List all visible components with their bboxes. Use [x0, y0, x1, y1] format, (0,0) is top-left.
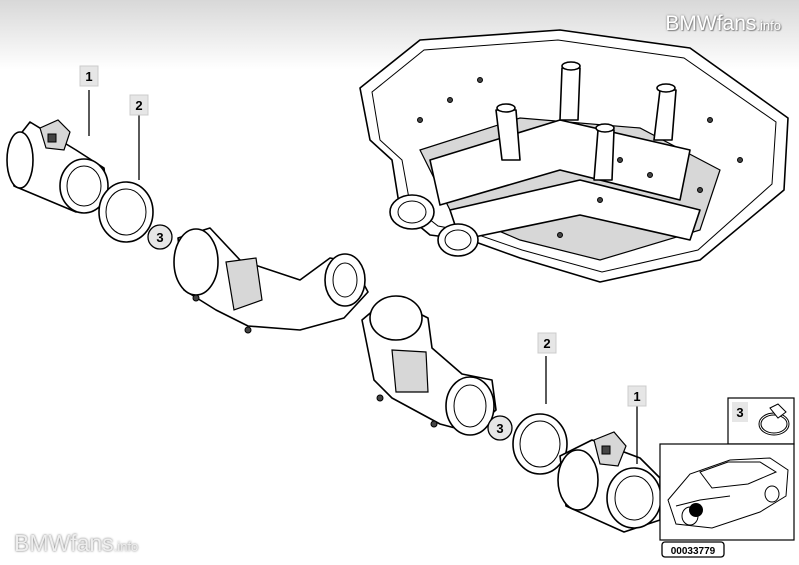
svg-text:1: 1	[85, 69, 92, 84]
sealing-ring-right	[512, 413, 568, 475]
mass-air-flow-sensor-left	[6, 119, 109, 214]
svg-text:3: 3	[156, 230, 163, 245]
mass-air-flow-sensor-right	[557, 431, 662, 533]
component-location-dot	[689, 503, 703, 517]
callout-3-left: 3	[147, 224, 173, 250]
watermark-bottom: BMWfans.info	[14, 530, 139, 556]
callout-1-left: 1	[79, 65, 99, 87]
inset-car-box	[659, 443, 795, 541]
callout-3-right: 3	[487, 415, 513, 441]
callout-1-right: 1	[627, 385, 647, 407]
svg-text:3: 3	[736, 405, 743, 420]
diagram-number-badge: 00033779	[661, 541, 725, 558]
svg-text:00033779: 00033779	[671, 546, 716, 557]
intake-manifold	[359, 29, 789, 283]
hose-clamp-icon	[758, 403, 790, 436]
svg-text:2: 2	[135, 98, 142, 113]
callout-2-left: 2	[129, 94, 149, 116]
inset-clamp-box: 3	[727, 397, 795, 445]
air-duct-left	[173, 227, 369, 334]
callout-2-right: 2	[537, 332, 557, 354]
svg-text:1: 1	[633, 389, 640, 404]
svg-text:3: 3	[496, 421, 503, 436]
watermark-top: BMWfans.info	[665, 12, 781, 35]
svg-text:2: 2	[543, 336, 550, 351]
sealing-ring-left	[98, 181, 154, 243]
air-duct-right	[361, 295, 497, 436]
